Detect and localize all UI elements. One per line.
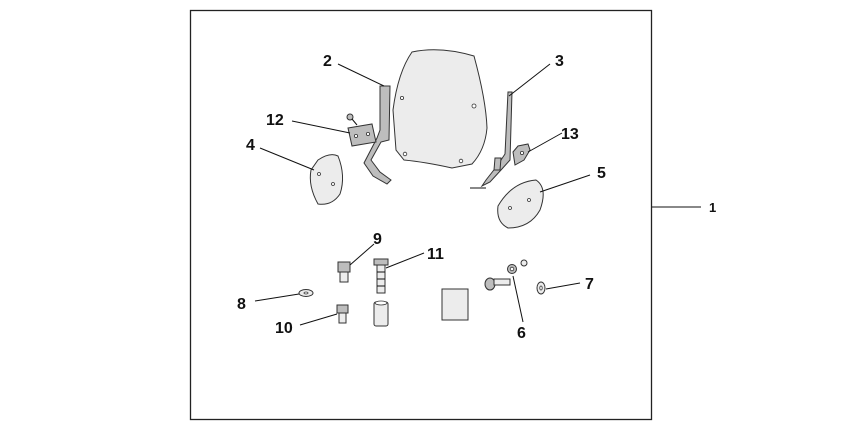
callout-2: 2 (323, 53, 332, 70)
leader-line-6 (512, 275, 524, 323)
instruction-sheet[interactable] (441, 288, 469, 321)
callout-3: 3 (555, 53, 564, 70)
washer-8[interactable] (298, 289, 314, 297)
right-stay-bracket[interactable] (470, 91, 513, 189)
callout-11: 11 (427, 246, 444, 263)
leader-line-5 (539, 174, 591, 193)
callout-12: 12 (266, 112, 284, 129)
leader-line-9 (349, 243, 375, 266)
left-side-panel[interactable] (309, 154, 344, 205)
bolt-11[interactable] (373, 258, 389, 294)
leader-line-10 (299, 313, 338, 326)
callout-5: 5 (597, 165, 606, 182)
left-stay-bracket[interactable] (363, 85, 392, 185)
leader-line-8 (254, 293, 300, 302)
leader-line-7 (545, 282, 581, 290)
collar-10[interactable] (336, 304, 349, 324)
screw-6[interactable] (484, 259, 528, 291)
small-screw-icon (346, 113, 358, 126)
leader-line-13 (527, 132, 563, 153)
callout-7: 7 (585, 276, 594, 293)
washer-7[interactable] (536, 281, 546, 295)
callout-4: 4 (246, 137, 255, 154)
callout-8: 8 (237, 296, 246, 313)
callout-6: 6 (517, 325, 526, 342)
bracket-12[interactable] (347, 123, 377, 147)
leader-line-12 (291, 120, 351, 134)
bracket-13[interactable] (512, 143, 531, 166)
callout-9: 9 (373, 231, 382, 248)
leader-line-2 (337, 63, 385, 87)
right-side-panel[interactable] (497, 179, 544, 229)
callout-10: 10 (275, 320, 293, 337)
leader-line-11 (385, 252, 425, 269)
leader-line-4 (259, 147, 315, 171)
leader-line-3 (508, 63, 551, 97)
bolt-9[interactable] (337, 261, 351, 283)
callout-1: 1 (709, 200, 716, 215)
windscreen[interactable] (392, 49, 488, 169)
callout-13: 13 (561, 126, 579, 143)
spacer-collar[interactable] (373, 300, 389, 327)
